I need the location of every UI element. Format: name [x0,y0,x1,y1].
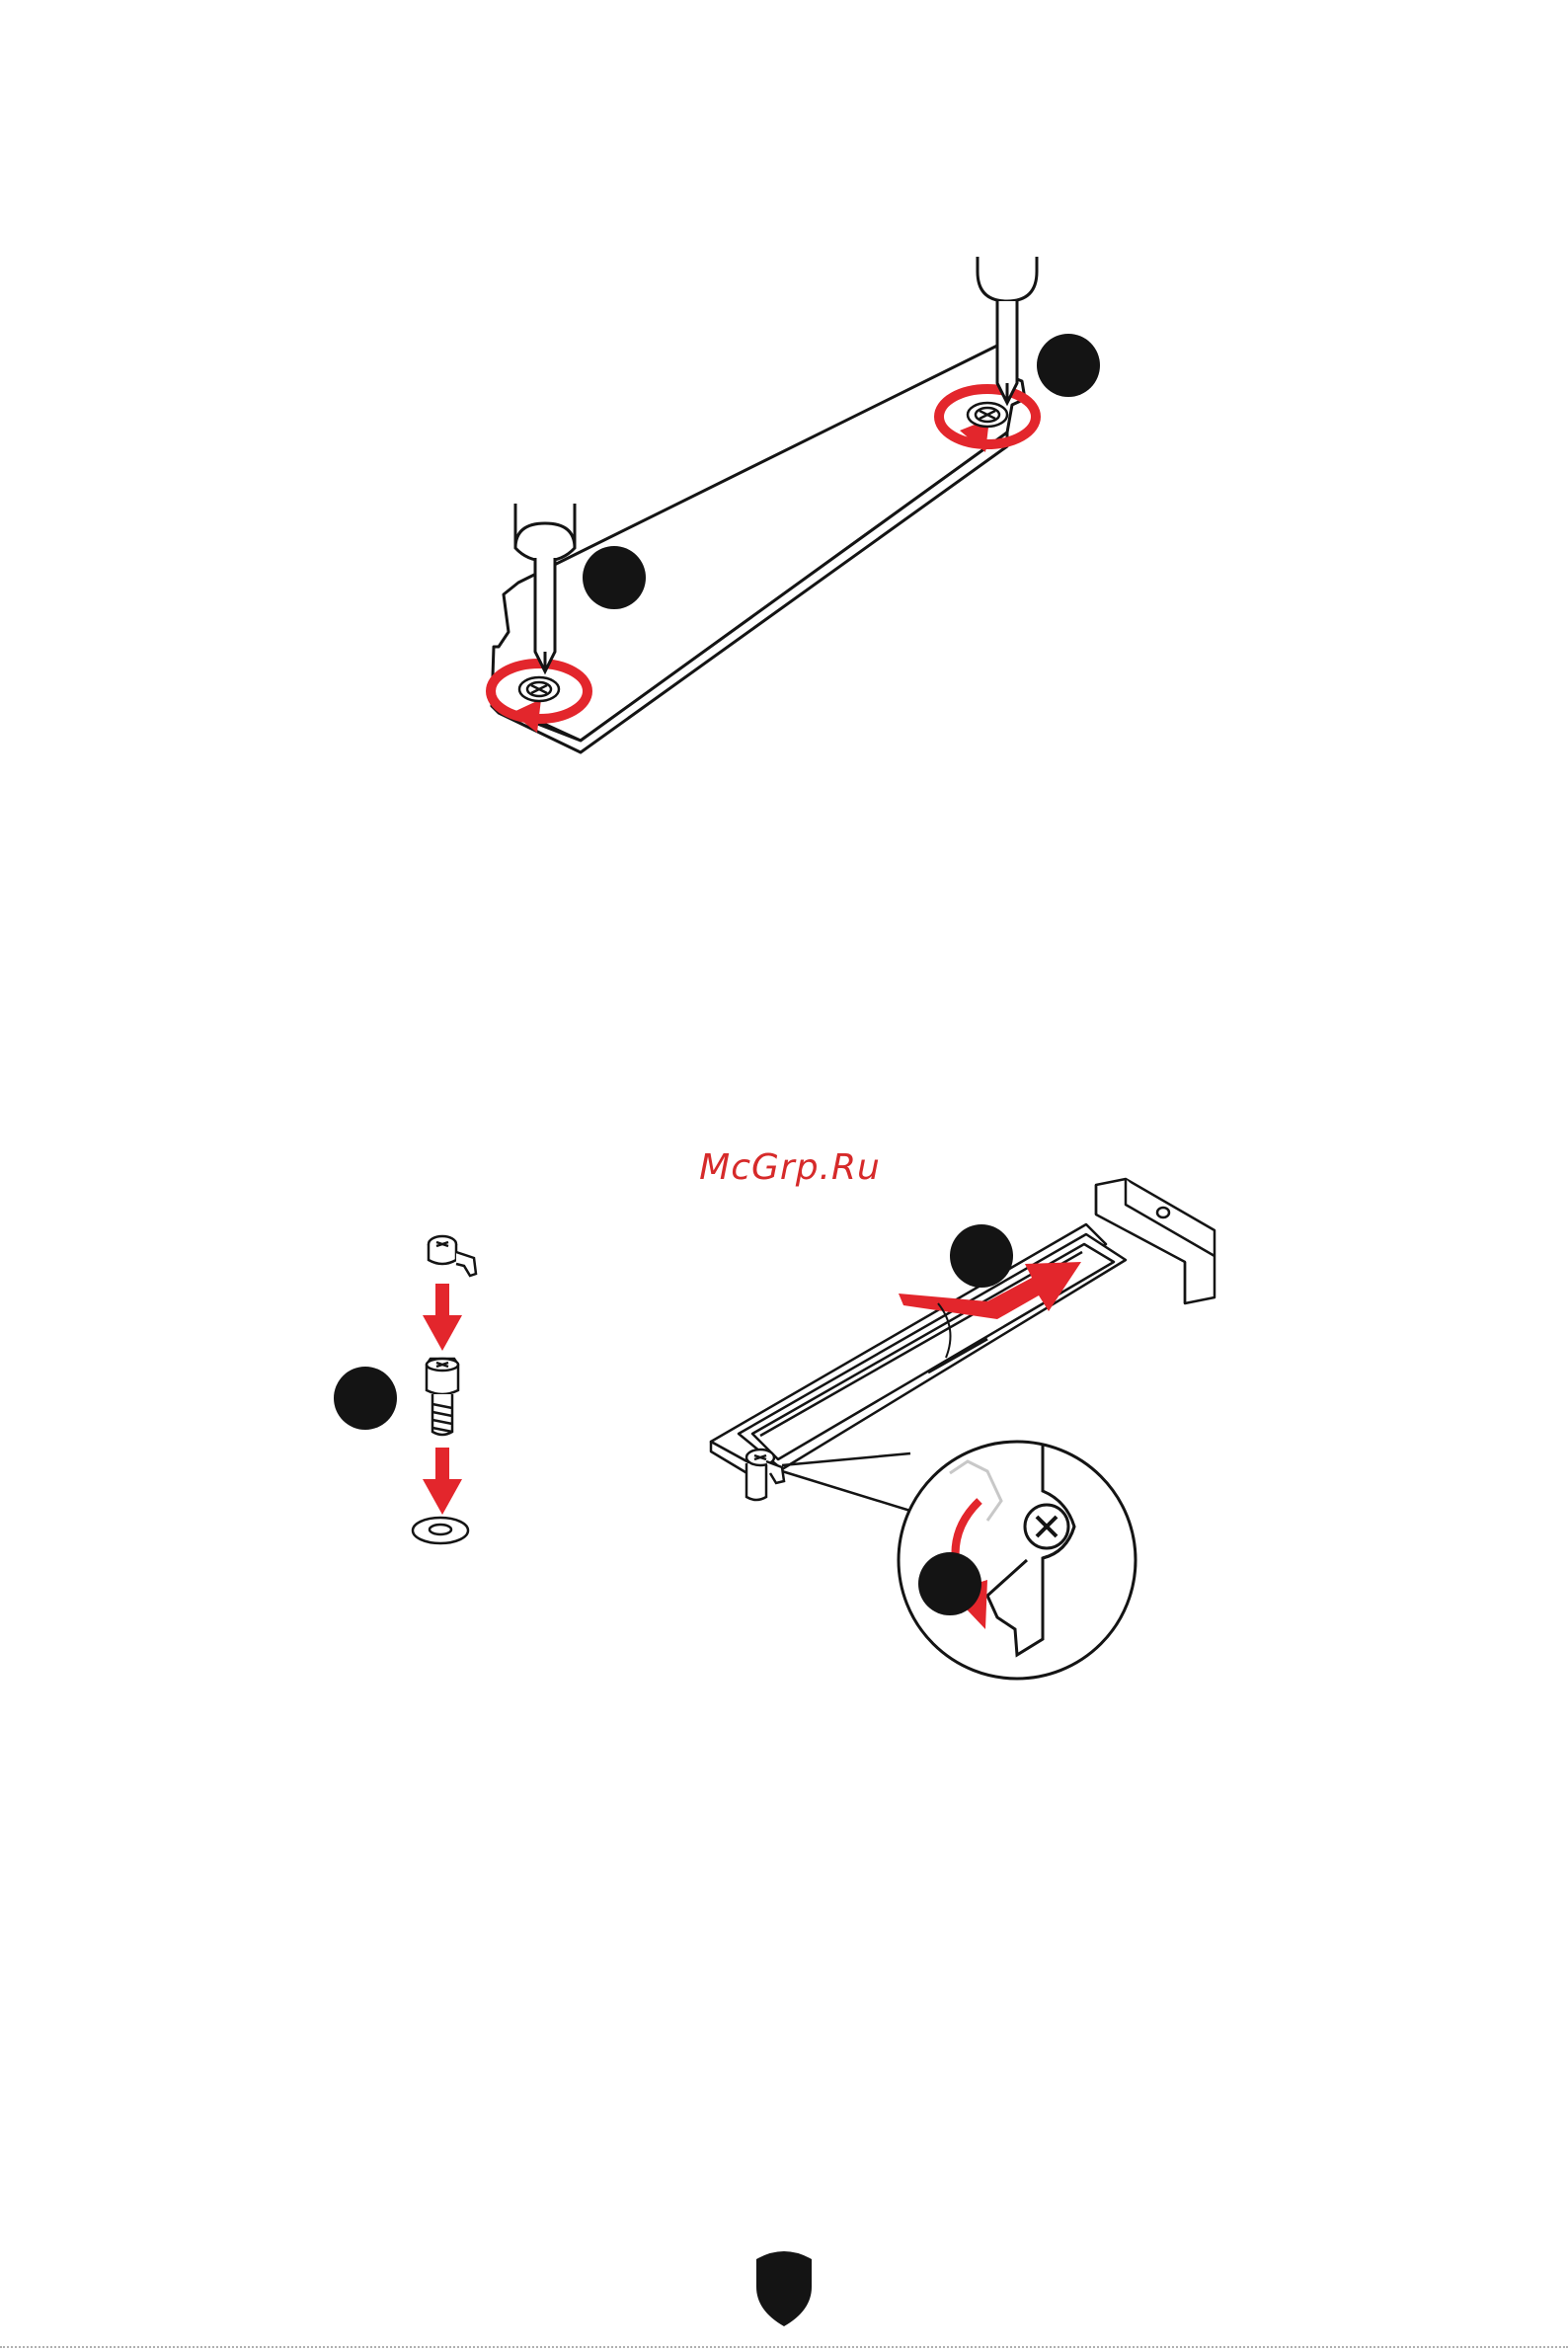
screw-head-icon [519,677,559,701]
ssd-screw-removal-figure [464,257,1116,770]
msi-shield-icon [752,2249,816,2328]
step-marker-icon [950,1224,1013,1288]
down-arrow-icon [423,1448,462,1515]
msi-shield-logo [752,2249,816,2328]
m2-standoff-install-figure [326,1224,494,1560]
step-marker-icon [334,1367,397,1430]
step-marker-icon [583,546,646,609]
screw-icon [429,1236,476,1276]
down-arrow-icon [423,1284,462,1351]
step-marker-icon [918,1552,981,1615]
washer-icon [413,1518,468,1543]
screw-head-icon [968,403,1007,427]
standoff-icon [427,1359,458,1435]
ssd-screw-removal-diagram [464,257,1116,770]
step-marker-icon [1037,334,1100,397]
bottom-rule [0,2346,1568,2348]
ssd-insert-diagram [691,1165,1244,1698]
m2-ssd-insert-figure [691,1165,1244,1698]
standoff-install-diagram [326,1224,494,1560]
m2-slot-icon [1096,1179,1215,1303]
